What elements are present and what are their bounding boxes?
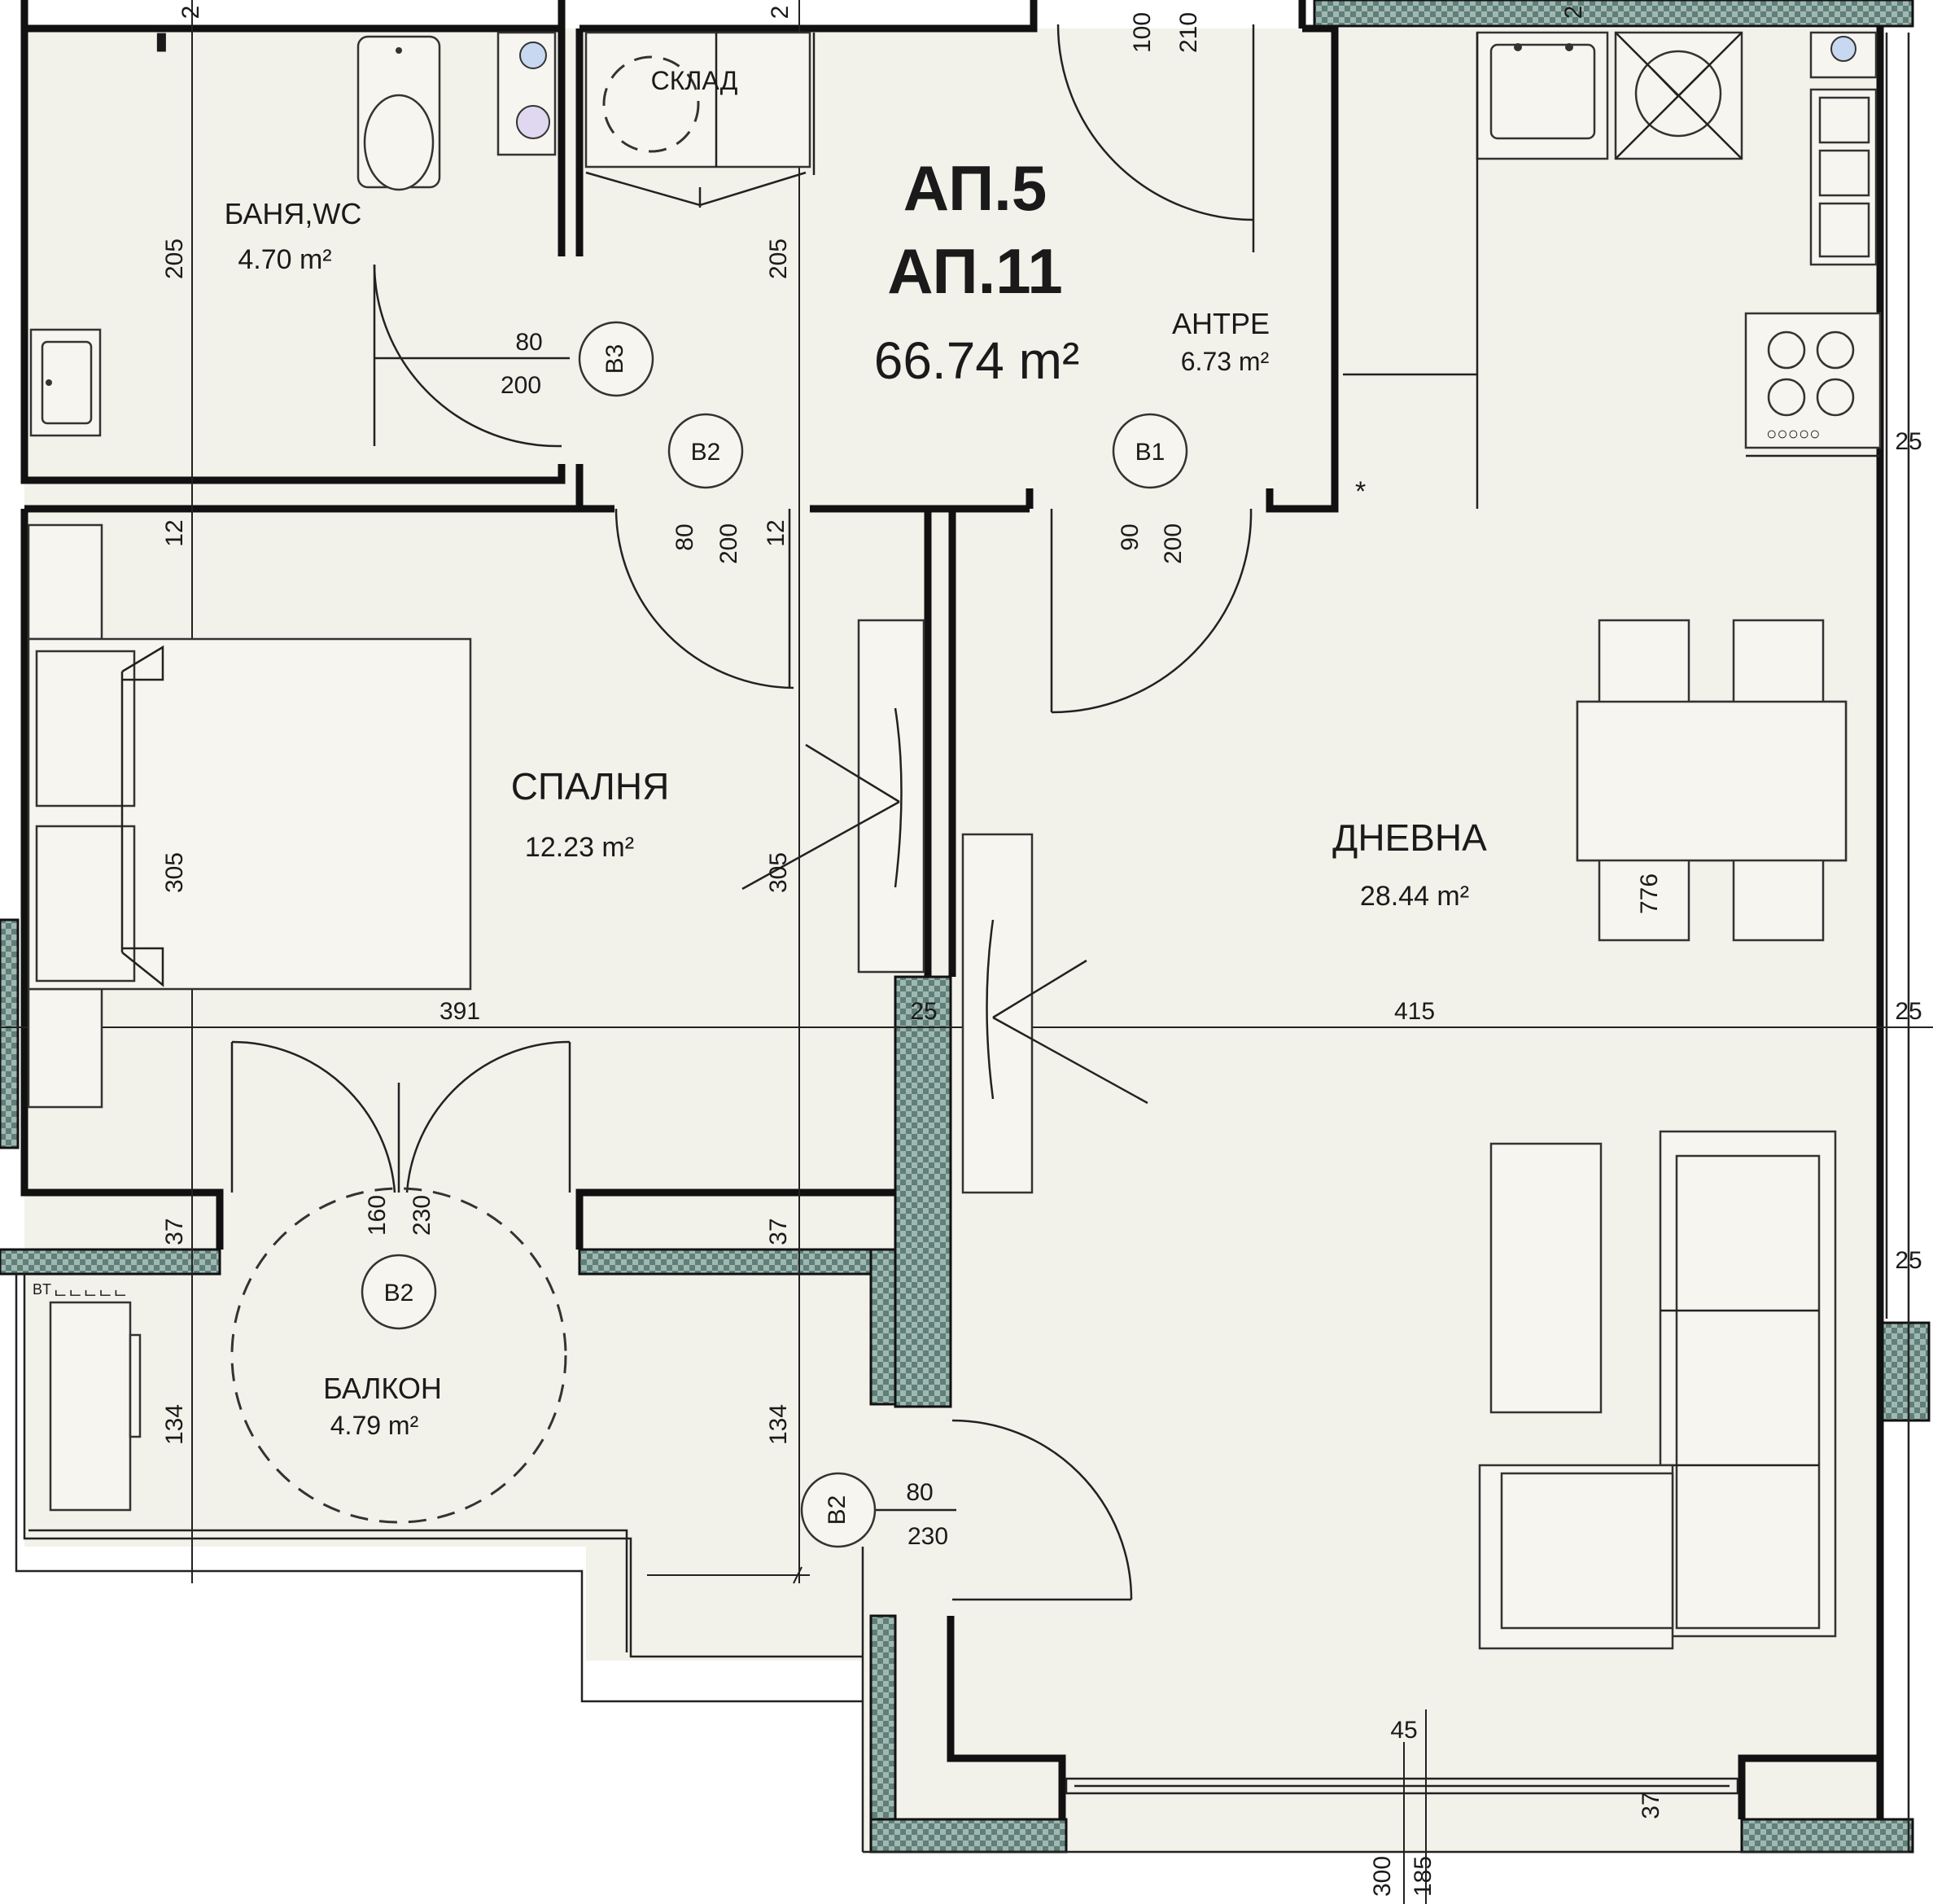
- door-tag-b2-living: [800, 1472, 877, 1548]
- dim-bal-37-left: 37: [161, 1218, 188, 1245]
- door-tag-b3: [578, 321, 654, 397]
- dim-bottom-300: 300: [1369, 1856, 1396, 1897]
- dim-door-100: 100: [1129, 12, 1156, 53]
- dim-bal-160: 160: [364, 1195, 391, 1236]
- bathroom-fixtures: ▮: [29, 28, 557, 437]
- dim-bed-12: 12: [161, 519, 188, 546]
- dim-bed-305-right: 305: [765, 852, 792, 893]
- dim-bal-230: 230: [409, 1195, 435, 1236]
- dim-b3-200: 200: [501, 372, 541, 399]
- bedroom-area: 12.23 m²: [525, 832, 634, 863]
- bedroom-name: СПАЛНЯ: [511, 765, 670, 808]
- apartment-title-1: АП.5: [903, 152, 1047, 224]
- dim-storage-205: 205: [765, 239, 792, 279]
- door-tags: B3 B2 B1 B2 B2: [361, 321, 1188, 1548]
- balcony-area: 4.79 m²: [330, 1411, 419, 1440]
- dim-bed-391: 391: [440, 998, 480, 1025]
- door-tag-b1-label: B1: [1135, 439, 1165, 466]
- dim-wall-25: 25: [910, 998, 937, 1025]
- bedroom-furniture: [27, 523, 1148, 1194]
- apartment-area: 66.74 m²: [874, 331, 1080, 390]
- dining-set: [1576, 619, 1848, 942]
- dim-living-415: 415: [1394, 998, 1435, 1025]
- dim-b1-90: 90: [1117, 523, 1144, 550]
- door-tag-b2-living-label: B2: [824, 1495, 851, 1525]
- dim-b3-80: 80: [515, 329, 542, 356]
- dim-b2l-230: 230: [907, 1523, 948, 1550]
- dim-right-25-top: 25: [1895, 428, 1922, 455]
- dim-top-left: 2: [177, 6, 204, 20]
- door-tag-b3-label: B3: [601, 344, 628, 374]
- dim-hall-12: 12: [763, 519, 789, 546]
- door-tag-b2-hall: [667, 413, 744, 489]
- stove-knobs: ○○○○○: [1766, 423, 1820, 444]
- concrete-walls: [0, 0, 1931, 1854]
- door-tag-b2-balcony: [361, 1254, 437, 1330]
- kitchen-fixtures: ○○○○○ *: [1343, 31, 1882, 509]
- dim-bt: BT: [33, 1281, 51, 1298]
- storage-name: СКЛАД: [651, 66, 738, 95]
- bath-area: 4.70 m²: [238, 244, 331, 275]
- door-tag-b2-hall-label: B2: [691, 439, 721, 466]
- dim-table-776: 776: [1636, 873, 1663, 914]
- asterisk-mark: *: [1355, 476, 1366, 507]
- balcony-name: БАЛКОН: [323, 1372, 442, 1405]
- dim-bal-134-left: 134: [161, 1404, 188, 1445]
- balcony-appliance: ᄂᄂᄂᄂᄂ: [49, 1289, 142, 1512]
- dim-bottom-185: 185: [1410, 1856, 1437, 1897]
- room-labels: АП.5 АП.11 66.74 m² БАНЯ,WC 4.70 m² СКЛА…: [225, 66, 1488, 1440]
- door-tag-b1: [1112, 413, 1188, 489]
- dim-bal-134-right: 134: [765, 1404, 792, 1445]
- hall-area: 6.73 m²: [1181, 347, 1270, 376]
- dim-b1-200: 200: [1160, 523, 1187, 564]
- bath-name: БАНЯ,WC: [225, 197, 362, 230]
- dim-right-25-mid: 25: [1895, 998, 1922, 1025]
- living-area: 28.44 m²: [1360, 881, 1469, 912]
- dim-right-25-low: 25: [1895, 1247, 1922, 1274]
- appliance-marks: ᄂᄂᄂᄂᄂ: [53, 1289, 128, 1307]
- dim-b2-200: 200: [715, 523, 742, 564]
- dim-bal-37-right: 37: [765, 1218, 792, 1245]
- door-tag-b2-balcony-label: B2: [384, 1280, 414, 1307]
- dim-b2-80: 80: [671, 523, 698, 550]
- dim-bath-205: 205: [161, 239, 188, 279]
- living-name: ДНЕВНА: [1332, 816, 1487, 859]
- apartment-title-2: АП.11: [887, 235, 1063, 307]
- living-furniture: [1478, 1130, 1837, 1650]
- hall-name: АНТРЕ: [1172, 307, 1270, 340]
- storage-fixtures: [584, 31, 816, 208]
- dimension-labels: 2 2 2 100 210 205 205 80 200 12 12 80 20…: [33, 6, 1922, 1897]
- dim-top-mid: 2: [767, 6, 794, 20]
- dim-bed-305-left: 305: [161, 852, 188, 893]
- dim-bottom-37: 37: [1638, 1792, 1664, 1819]
- dim-bottom-45: 45: [1390, 1717, 1417, 1744]
- dim-top-right: 2: [1560, 6, 1587, 20]
- dim-door-210: 210: [1175, 12, 1202, 53]
- tap-symbol: ▮: [155, 28, 168, 55]
- dim-b2l-80: 80: [906, 1479, 933, 1506]
- doors: [230, 24, 1255, 1601]
